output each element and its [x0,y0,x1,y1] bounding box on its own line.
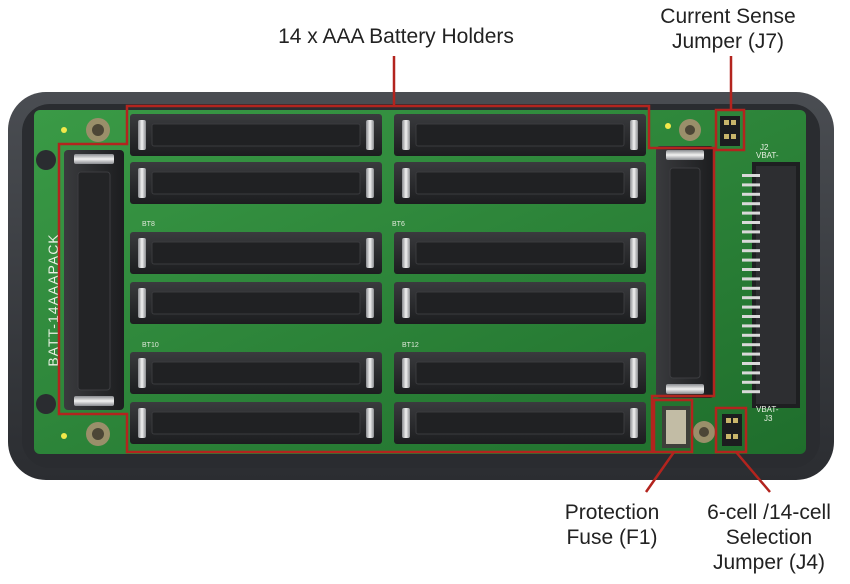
fuse-label: Protection Fuse (F1) [548,500,676,550]
silkscreen-vbat-bottom: VBAT- [756,405,779,414]
battery-holder-4 [394,162,646,204]
header-pin [742,296,760,300]
header-pin [742,202,760,206]
silkscreen-j3: J3 [764,414,773,423]
header-pin [742,286,760,290]
silkscreen-bt10: BT10 [142,342,159,349]
header-pin [742,333,760,337]
header-pin [742,277,760,281]
current-sense-label: Current Sense Jumper (J7) [640,4,816,54]
highlight-group [57,56,771,493]
battery-holder-2 [394,114,646,156]
header-pin [742,174,760,177]
fuse-leader [644,451,676,493]
battery-holders-label: 14 x AAA Battery Holders [226,24,566,49]
silkscreen-bt6: BT6 [392,221,405,228]
jumper-j4-component [722,414,742,446]
header-pin [742,362,760,365]
screw-bottom-left [86,422,110,446]
battery-holder-11 [130,402,382,444]
battery-holder-9 [130,352,382,394]
header-pin [742,343,760,347]
header-pin [742,211,760,215]
selection-jumper-label: 6-cell /14-cell Selection Jumper (J4) [690,500,848,575]
led-top-left [61,127,67,133]
header-pin [742,230,760,234]
selection-jumper-highlight [714,406,748,454]
header-pin [742,315,760,318]
header-pin [742,239,760,243]
battery-holder-1 [130,114,382,156]
selection-leader [735,451,771,493]
header-pin [742,305,760,309]
battery-holder-12 [394,402,646,444]
mount-hole-left-low [36,394,56,414]
selection-label-line1: 6-cell /14-cell [707,501,831,524]
battery-holders-highlight [57,104,716,454]
header-pin [742,371,760,375]
battery-holder-6 [394,232,646,274]
vertical-cell-left [64,150,124,410]
silkscreen-bt12: BT12 [402,342,419,349]
header-pin [742,192,760,196]
battery-holder-3 [130,162,382,204]
header-pin [742,390,760,394]
screw-top-right [679,119,701,141]
fuse-label-line2: Fuse (F1) [566,526,658,549]
screw-bottom-right [693,421,715,443]
fuse-f1-component [662,406,690,448]
jumper-j7-component [720,116,740,146]
fuse-label-line1: Protection [564,501,660,524]
selection-label-line3: Jumper (J4) [712,551,826,574]
mount-hole-left-mid [36,150,56,170]
battery-holder-10 [394,352,646,394]
current-sense-label-line2: Jumper (J7) [671,30,785,53]
header-connector [742,162,800,408]
header-pin [742,324,760,328]
header-pin [742,221,760,224]
header-pin [742,268,760,271]
header-pin [742,249,760,253]
header-pin [742,380,760,384]
battery-holders-label-text: 14 x AAA Battery Holders [278,25,514,48]
header-pin [742,258,760,262]
led-bottom-left [61,433,67,439]
silkscreen-vbat-top: VBAT- [756,151,779,160]
current-sense-label-line1: Current Sense [660,5,796,28]
header-pin [742,183,760,187]
selection-label-line2: Selection [725,526,813,549]
silkscreen-bt8: BT8 [142,221,155,228]
vertical-cell-right [656,146,714,398]
battery-holder-8 [394,282,646,324]
led-top-right [665,123,671,129]
silkscreen-board-name: BATT-14AAAPACK [45,233,61,366]
header-pin [742,352,760,356]
battery-holder-7 [130,282,382,324]
battery-holder-5 [130,232,382,274]
silkscreen-j2: J2 [760,143,769,152]
screw-top-left [86,118,110,142]
